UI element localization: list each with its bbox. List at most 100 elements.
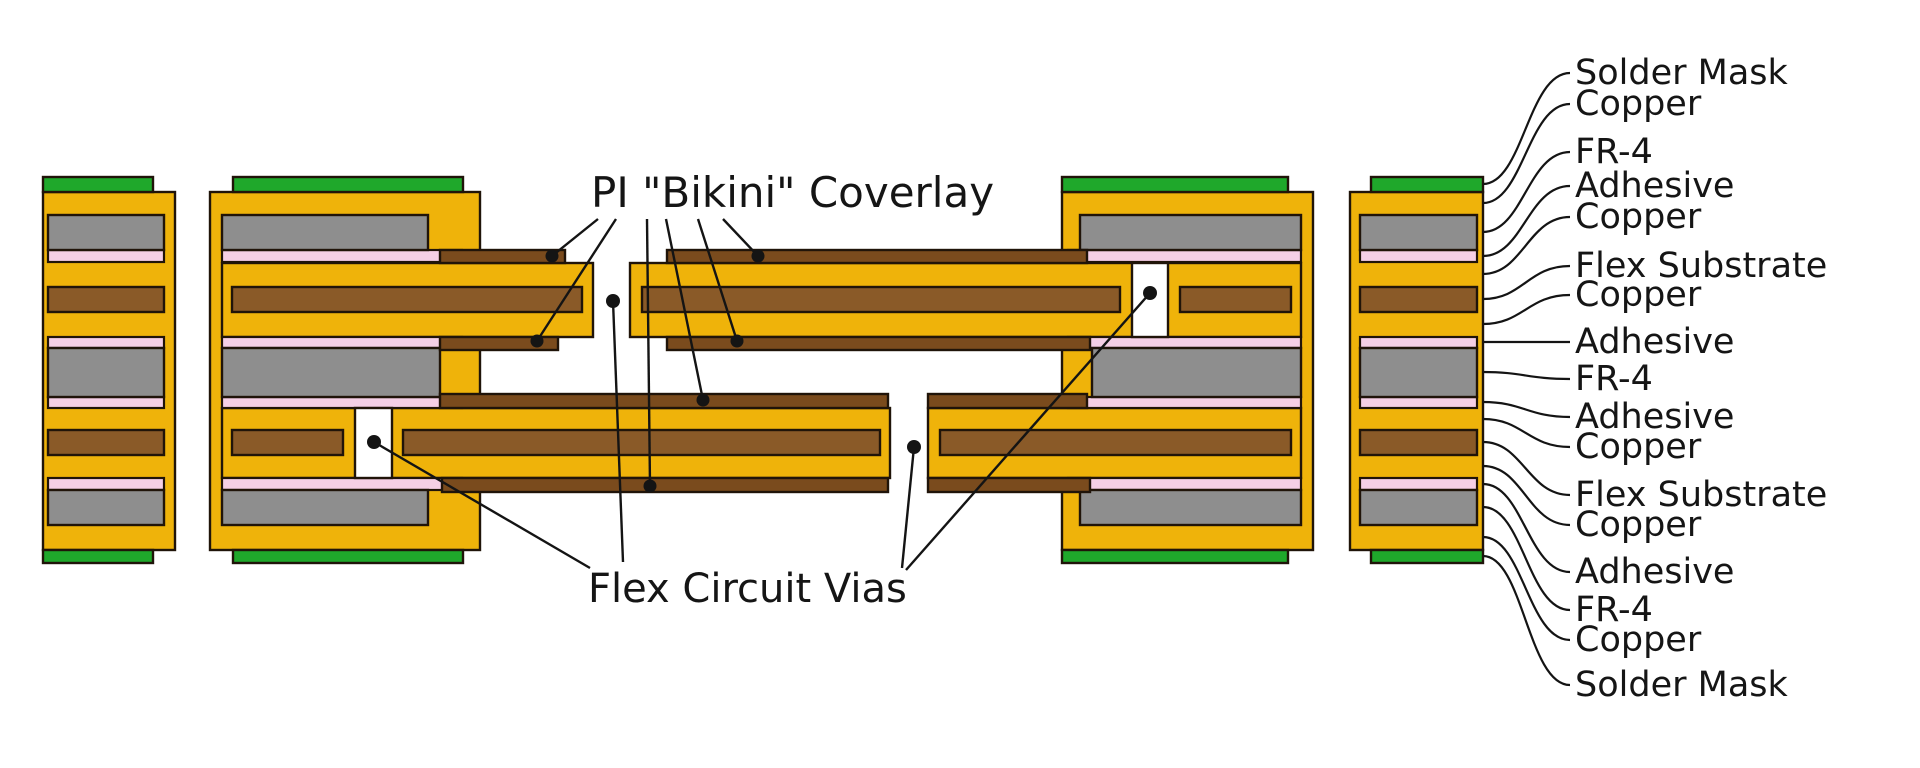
coverlay-strip xyxy=(926,392,1089,410)
adhesive-layer xyxy=(46,248,166,264)
leader-dot-coverlay xyxy=(530,334,544,348)
solder-mask-top-2 xyxy=(231,175,465,194)
layer-label-solder-mask-bottom: Solder Mask xyxy=(1575,665,1788,705)
coverlay-strip xyxy=(440,476,890,494)
leader-line-via xyxy=(373,440,591,570)
fr4-layer xyxy=(1090,346,1303,399)
layer-label-copper-1: Copper xyxy=(1575,84,1702,124)
leader-line-coverlay xyxy=(645,218,652,487)
vias-annotation: Flex Circuit Vias xyxy=(588,566,907,612)
layer-label-solder-mask-top: Solder Mask xyxy=(1575,53,1788,93)
coverlay-strip xyxy=(438,248,567,265)
layer-label-flex-substrate-2: Flex Substrate xyxy=(1575,475,1828,515)
leader-line-layer xyxy=(1482,482,1571,574)
layer-label-copper-6: Copper xyxy=(1575,620,1702,660)
flex-substrate-layer xyxy=(46,428,166,457)
coverlay-shapes xyxy=(438,248,1092,494)
fr4-layer xyxy=(220,213,430,252)
solder-mask-bottom-2 xyxy=(231,548,465,565)
fr4-layer xyxy=(1078,488,1303,527)
solder-mask-top-3 xyxy=(1060,175,1290,194)
leader-dot-coverlay xyxy=(696,393,710,407)
layer-label-adhesive-1: Adhesive xyxy=(1575,166,1735,206)
adhesive-layer xyxy=(220,335,464,350)
coverlay-strip xyxy=(438,335,560,352)
adhesive-layer xyxy=(1066,248,1303,264)
fr4-layer xyxy=(46,488,166,527)
leader-line-layer xyxy=(1482,184,1571,258)
annotation-leader-lines xyxy=(373,218,1151,571)
leader-dot-coverlay xyxy=(730,334,744,348)
flex-substrate-upper-right xyxy=(640,285,1122,314)
flex-substrate-lower-right xyxy=(938,428,1293,457)
leader-line-layer xyxy=(1482,150,1571,234)
fr4-layer xyxy=(1358,346,1479,399)
layer-label-adhesive-2: Adhesive xyxy=(1575,322,1735,362)
adhesive-layer xyxy=(1066,476,1303,492)
adhesive-shapes xyxy=(46,248,1479,492)
leader-line-layer xyxy=(1482,293,1571,326)
layer-label-leader-lines xyxy=(1482,71,1571,687)
fr4-shapes xyxy=(46,213,1479,527)
leader-line-layer xyxy=(1482,440,1571,497)
solder-mask-shapes xyxy=(41,175,1485,565)
leader-line-layer xyxy=(1482,505,1571,612)
solder-mask-bottom-3 xyxy=(1060,548,1290,565)
leader-line-layer xyxy=(1482,535,1571,642)
layer-label-adhesive-4: Adhesive xyxy=(1575,552,1735,592)
leader-dot-coverlay xyxy=(751,249,765,263)
adhesive-layer xyxy=(1066,395,1303,410)
adhesive-layer xyxy=(220,248,464,264)
adhesive-layer xyxy=(1358,395,1479,410)
leader-line-coverlay xyxy=(551,218,599,257)
layer-label-fr4-1: FR-4 xyxy=(1575,132,1653,172)
leader-line-layer xyxy=(1482,464,1571,527)
leader-line-layer xyxy=(1482,71,1571,186)
fr4-layer xyxy=(220,488,430,527)
flex-via-opening-right xyxy=(1130,261,1170,339)
leader-line-layer xyxy=(1482,102,1571,205)
layer-label-copper-2: Copper xyxy=(1575,197,1702,237)
fr4-layer xyxy=(1078,213,1303,252)
flex-substrate-upper-left xyxy=(230,285,584,314)
leader-line-coverlay xyxy=(535,218,618,342)
flex-substrate-layer xyxy=(1358,428,1479,457)
adhesive-layer xyxy=(1358,476,1479,492)
leader-line-layer xyxy=(1482,215,1571,276)
fr4-layer xyxy=(46,346,166,399)
adhesive-layer xyxy=(220,395,464,410)
leader-dot-via xyxy=(1143,286,1157,300)
leader-line-coverlay xyxy=(696,218,739,342)
fr4-layer xyxy=(46,213,166,252)
layer-label-flex-substrate-1: Flex Substrate xyxy=(1575,246,1828,286)
coverlay-strip xyxy=(665,335,1092,352)
coverlay-strip xyxy=(665,248,1089,265)
fr4-layer xyxy=(1358,213,1479,252)
coverlay-annotation: PI "Bikini" Coverlay xyxy=(591,168,995,217)
adhesive-layer xyxy=(1358,248,1479,264)
fr4-layer xyxy=(220,346,442,399)
layer-label-fr4-2: FR-4 xyxy=(1575,359,1653,399)
leader-line-layer xyxy=(1482,370,1571,381)
flex-substrate-layer xyxy=(1358,285,1479,314)
fr4-layer xyxy=(1358,488,1479,527)
adhesive-layer xyxy=(1358,335,1479,350)
layer-label-copper-4: Copper xyxy=(1575,427,1702,467)
solder-mask-bottom-4 xyxy=(1369,548,1485,565)
leader-dot-via xyxy=(606,294,620,308)
leader-line-via xyxy=(611,300,625,563)
flex-substrate-lower-left xyxy=(401,428,882,457)
flex-substrate-shapes xyxy=(46,285,1479,457)
flex-substrate-lower-left-start xyxy=(230,428,345,457)
layer-label-adhesive-3: Adhesive xyxy=(1575,397,1735,437)
leader-line-via xyxy=(900,446,916,569)
flex-substrate-layer xyxy=(46,285,166,314)
layer-label-fr4-3: FR-4 xyxy=(1575,590,1653,630)
adhesive-layer xyxy=(46,395,166,410)
flex-substrate-upper-right-end xyxy=(1178,285,1293,314)
leader-dot-via xyxy=(907,440,921,454)
coverlay-strip xyxy=(926,476,1092,494)
leader-dot-coverlay xyxy=(643,479,657,493)
